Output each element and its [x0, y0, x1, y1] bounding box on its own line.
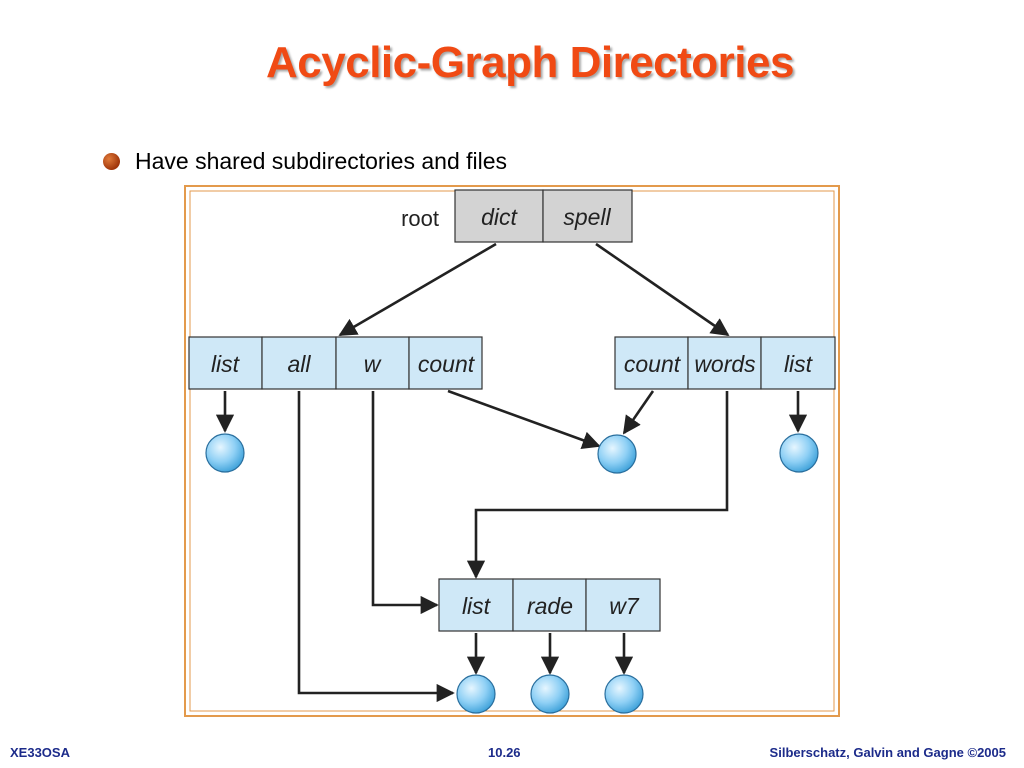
- spell-entry-words: words: [694, 351, 756, 377]
- root-directory: dict spell: [454, 189, 633, 243]
- spell-entry-count: count: [624, 351, 682, 377]
- edge-spell-count: [622, 390, 655, 435]
- directory-graph-diagram: root dict spell list all w count count w…: [184, 185, 840, 717]
- footer-course-code: XE33OSA: [10, 745, 70, 760]
- bullet-item: Have shared subdirectories and files: [103, 148, 507, 175]
- slide-title: Acyclic-Graph Directories: [266, 38, 794, 87]
- footer-copyright: Silberschatz, Galvin and Gagne ©2005: [769, 745, 1006, 760]
- dict-entry-all: all: [287, 351, 311, 377]
- edge-spell: [595, 242, 730, 337]
- edge-w: [371, 391, 439, 615]
- diagram-frame: [184, 185, 840, 717]
- footer-page-number: 10.26: [488, 745, 521, 760]
- dict-entry-count: count: [418, 351, 476, 377]
- spell-entry-list: list: [784, 351, 814, 377]
- edges: [215, 242, 808, 703]
- root-entry-spell: spell: [563, 204, 611, 230]
- edge-all: [297, 391, 455, 703]
- root-label: root: [401, 206, 439, 231]
- file-node-shared-list: [456, 674, 496, 714]
- root-entry-dict: dict: [481, 204, 518, 230]
- file-node-shared-count: [597, 434, 637, 474]
- shared-entry-list: list: [462, 593, 492, 619]
- file-node: [604, 674, 644, 714]
- shared-directory: list rade w7: [438, 578, 661, 632]
- edge-dict-count: [447, 389, 601, 449]
- dict-entry-list: list: [211, 351, 241, 377]
- dict-entry-w: w: [364, 351, 382, 377]
- shared-entry-rade: rade: [527, 593, 573, 619]
- shared-entry-w7: w7: [609, 593, 640, 619]
- file-node: [205, 433, 245, 473]
- dict-directory: list all w count: [188, 336, 483, 390]
- spell-directory: count words list: [614, 336, 836, 390]
- file-node: [779, 433, 819, 473]
- edge-words: [466, 391, 729, 579]
- file-node: [530, 674, 570, 714]
- bullet-icon: [103, 153, 120, 170]
- file-nodes: [205, 433, 819, 714]
- edge-dict: [338, 242, 497, 337]
- bullet-text: Have shared subdirectories and files: [135, 148, 508, 174]
